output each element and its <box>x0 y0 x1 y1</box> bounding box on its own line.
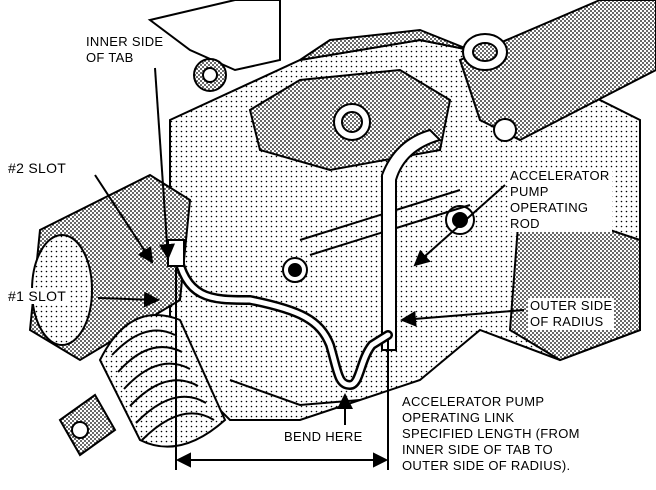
accelerator-pump-rod <box>381 128 442 351</box>
label-bend-here: BEND HERE <box>282 429 365 445</box>
label-inner-side-of-tab: INNER SIDE OF TAB <box>84 34 166 66</box>
label-specified-length: ACCELERATOR PUMP OPERATING LINK SPECIFIE… <box>400 394 582 474</box>
label-slot-1: #1 SLOT <box>6 288 69 304</box>
leader-lines <box>94 67 525 425</box>
label-accelerator-pump-operating-rod: ACCELERATOR PUMP OPERATING ROD <box>508 168 612 232</box>
label-outer-side-of-radius: OUTER SIDE OF RADIUS <box>528 298 615 330</box>
label-slot-2: #2 SLOT <box>6 160 69 176</box>
carburetor-body <box>28 0 656 421</box>
specified-length-dimension <box>175 268 389 470</box>
spring-boot <box>58 314 227 457</box>
